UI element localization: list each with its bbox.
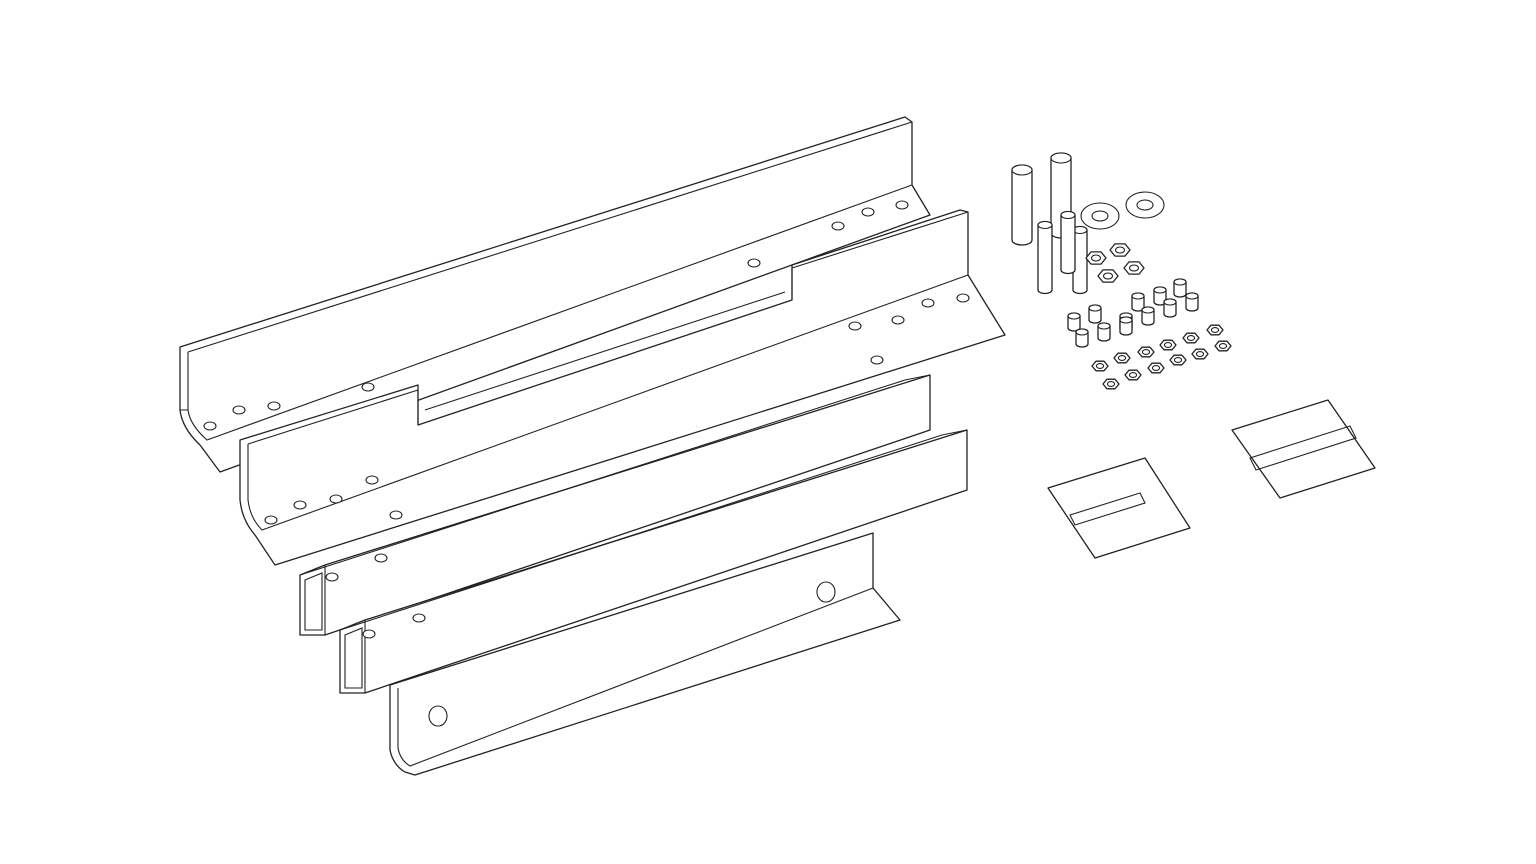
- hole: [412, 613, 426, 623]
- large-hole: [816, 581, 836, 603]
- nut-hole: [1173, 357, 1183, 363]
- nut-hole: [1141, 349, 1151, 355]
- bolt-head-top: [1163, 298, 1177, 306]
- hole: [365, 475, 379, 485]
- bolt-head-top: [1141, 306, 1155, 314]
- fastener-hardware: [1011, 152, 1232, 390]
- bolt-head-top: [1067, 312, 1081, 320]
- nut-hole: [1195, 351, 1205, 357]
- hole: [747, 258, 761, 268]
- nut-hole: [1128, 264, 1140, 272]
- hole: [325, 572, 339, 582]
- nut-hole: [1210, 327, 1220, 333]
- bolt-head-top: [1097, 322, 1111, 330]
- hinge-left: [1047, 457, 1191, 559]
- nut-hole: [1186, 335, 1196, 341]
- bolt-head-top: [1131, 292, 1145, 300]
- hole: [848, 321, 862, 331]
- bolt: [1060, 210, 1076, 275]
- hole: [831, 221, 845, 231]
- hole: [921, 298, 935, 308]
- washer-hole: [1136, 199, 1154, 211]
- nut-hole: [1128, 372, 1138, 378]
- bolt-head-top: [1185, 292, 1199, 300]
- nut-hole: [1090, 254, 1102, 262]
- hole: [293, 500, 307, 510]
- nut-hole: [1151, 365, 1161, 371]
- nut-hole: [1114, 246, 1126, 254]
- bolt-head-top: [1153, 286, 1167, 294]
- hole: [264, 515, 278, 525]
- short-angle-bracket: [389, 532, 901, 776]
- nut-hole: [1102, 272, 1114, 280]
- bolt-head-top: [1075, 328, 1089, 336]
- hinge-right: [1231, 399, 1376, 499]
- bolt-head-top: [1060, 210, 1076, 220]
- washer-hole: [1091, 210, 1109, 222]
- bolt: [1037, 220, 1053, 295]
- bolt-head-top: [1088, 304, 1102, 312]
- large-hole: [428, 705, 448, 727]
- hole: [374, 553, 388, 563]
- nut-hole: [1095, 363, 1105, 369]
- hole: [267, 401, 281, 411]
- hole: [956, 293, 970, 303]
- bolt-head-top: [1011, 164, 1033, 176]
- long-angle-bracket-stepped: [239, 209, 1006, 566]
- nut-hole: [1218, 343, 1228, 349]
- square-tube-1: [299, 374, 931, 636]
- hole: [389, 510, 403, 520]
- nut-hole: [1117, 355, 1127, 361]
- hole: [232, 405, 246, 415]
- bolt-head-top: [1050, 152, 1072, 164]
- hole: [329, 494, 343, 504]
- bolt-head-top: [1037, 220, 1053, 230]
- bolt-head-top: [1173, 278, 1187, 286]
- hole: [870, 355, 884, 365]
- hole: [362, 629, 376, 639]
- hole: [861, 207, 875, 217]
- hole: [361, 382, 375, 392]
- nut-hole: [1163, 342, 1173, 348]
- hole: [891, 315, 905, 325]
- bolt: [1011, 164, 1033, 246]
- bolt-head-top: [1119, 316, 1133, 324]
- nut-hole: [1106, 381, 1116, 387]
- hole: [203, 421, 217, 431]
- hole: [895, 200, 909, 210]
